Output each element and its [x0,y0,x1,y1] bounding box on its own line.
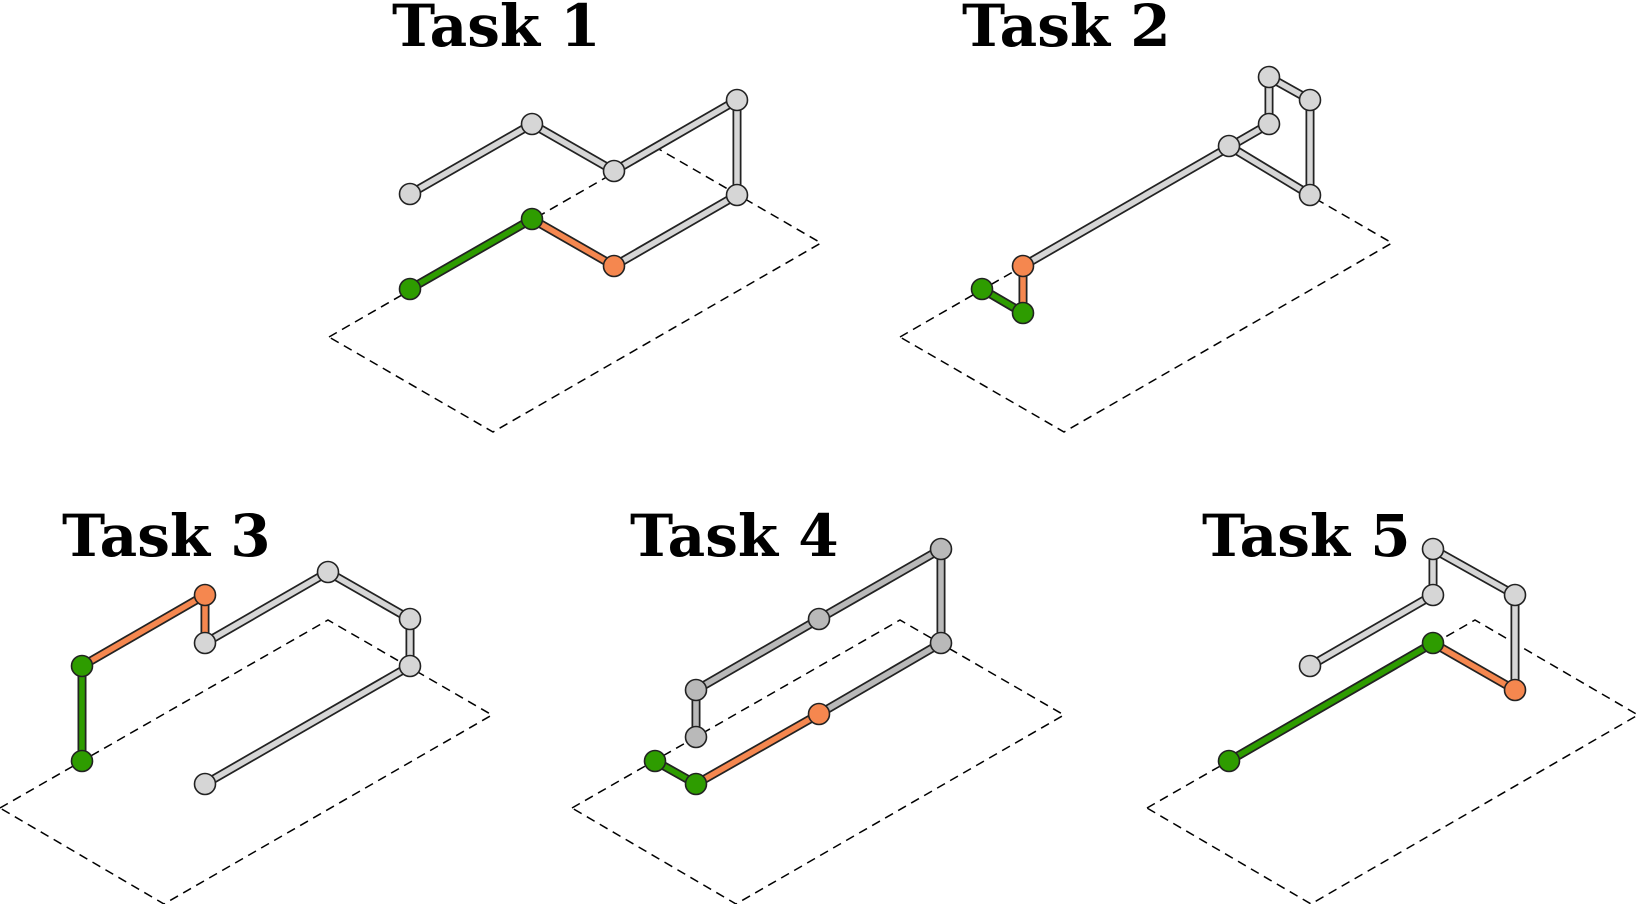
task-5-panel: Task 5 [1145,502,1638,904]
task-5-plane [1145,619,1638,904]
arm-link [529,121,617,174]
arm-link [202,663,413,787]
arm-joint [1503,678,1527,702]
arm-link [816,640,944,717]
arm-joint [684,772,708,796]
arm-joint [193,772,217,796]
arm-link [693,711,822,787]
arm-link [407,121,535,197]
arm-joint [1011,254,1035,278]
arm-joint [1298,654,1322,678]
arm-joint [1257,112,1281,136]
arm-joint [643,749,667,773]
arm-joint [807,702,831,726]
arm-joint [929,537,953,561]
arm-joint [398,277,422,301]
arm-link [816,546,944,622]
arm-joint [70,749,94,773]
arm-joint [1257,65,1281,89]
arm-link [611,97,740,174]
task-2-title: Task 2 [962,0,1171,60]
arm-joint [193,583,217,607]
arm-joint [602,254,626,278]
arm-link [693,616,822,693]
arm-joint [398,607,422,631]
arm-link [1226,640,1436,764]
arm-joint [1503,583,1527,607]
task-4-plane [570,619,1066,904]
arm-joint [316,560,340,584]
task-2-plane [898,147,1394,433]
arm-link [1430,640,1518,693]
arm-joint [684,725,708,749]
arm-joint [929,631,953,655]
arm-joint [398,654,422,678]
arm-joint [70,654,94,678]
arm-joint [1011,301,1035,325]
task-1-plane [327,147,823,433]
arm-joint [398,182,422,206]
arm-joint [602,159,626,183]
arm-joint [1217,749,1241,773]
arm-joint [807,607,831,631]
arm-joint [1298,88,1322,112]
task-2-arm [970,65,1322,325]
arm-link [529,216,617,269]
arm-link [1226,143,1313,198]
task-1-panel: Task 1 [327,0,823,433]
arm-link [1307,592,1436,669]
arm-link [407,216,535,292]
task-4-title: Task 4 [630,502,839,570]
arm-link [325,569,413,622]
arm-link [79,592,208,669]
task-3-title: Task 3 [62,502,271,570]
arm-joint [520,207,544,231]
arm-joint [1421,583,1445,607]
arm-joint [725,88,749,112]
arm-joint [1298,183,1322,207]
task-3-plane [0,619,494,904]
task-3-arm [70,560,422,796]
task-2-panel: Task 2 [898,0,1394,433]
arm-joint [1421,537,1445,561]
arm-joint [684,678,708,702]
task-5-title: Task 5 [1202,502,1411,570]
arm-joint [1217,134,1241,158]
task-1-arm [398,88,749,301]
arm-link [202,569,331,646]
task-4-panel: Task 4 [570,502,1066,904]
arm-link [1430,546,1518,598]
arm-joint [1421,631,1445,655]
task-4-arm [643,537,953,796]
arm-link [611,192,740,269]
task-5-arm [1217,537,1527,773]
task-1-title: Task 1 [392,0,601,60]
arm-joint [520,112,544,136]
arm-joint [725,183,749,207]
arm-joint [970,277,994,301]
arm-joint [193,631,217,655]
task-3-panel: Task 3 [0,502,494,904]
